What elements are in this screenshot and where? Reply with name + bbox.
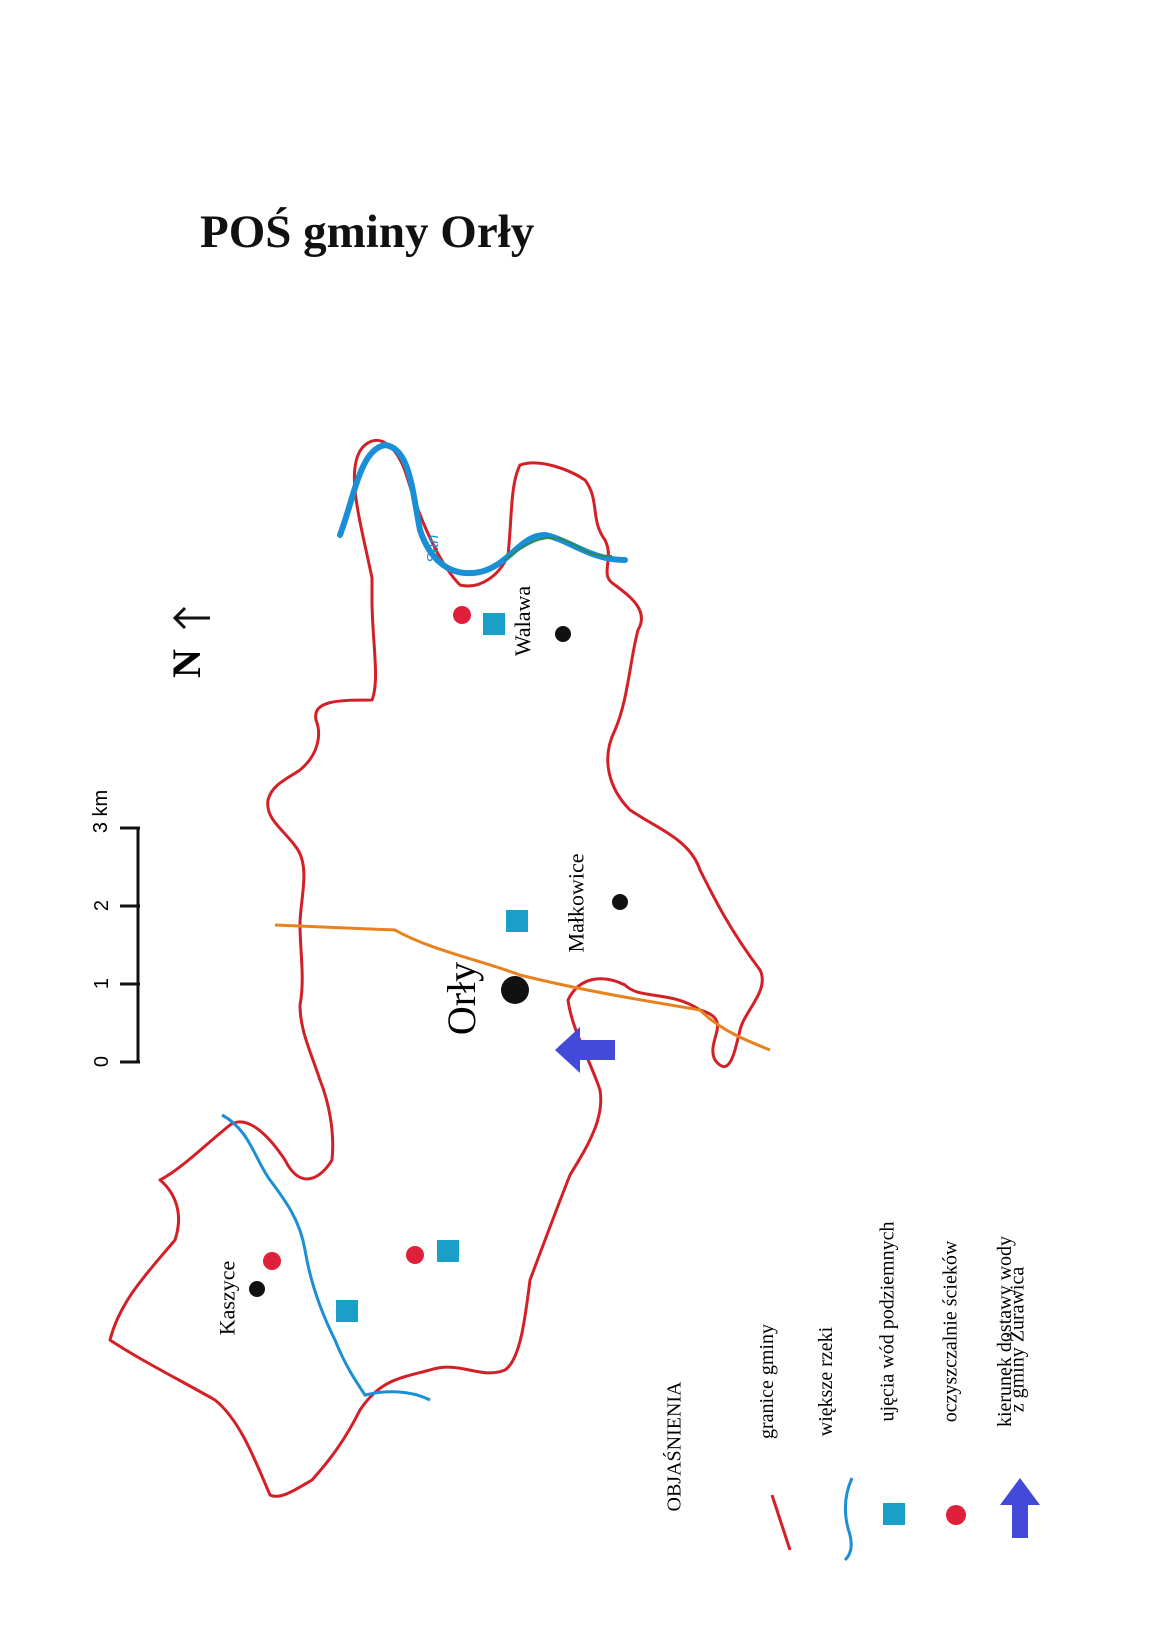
- place-label-kaszyce: Kaszyce: [214, 1260, 240, 1336]
- river-kaszyce: [221, 1113, 431, 1402]
- scale-bar: [120, 826, 140, 1064]
- scale-tick-1: 1: [91, 977, 114, 990]
- municipality-boundary: [108, 438, 764, 1498]
- legend-item-arrow-line2: z gminy Żurawica: [1006, 1266, 1029, 1413]
- water-delivery-arrow-icon: [555, 1027, 615, 1073]
- legend-treatment-symbol: [946, 1505, 966, 1525]
- treatment-plant-walawa: [453, 606, 471, 624]
- place-label-orly: Orły: [439, 961, 485, 1036]
- scale-tick-2: 2: [91, 899, 114, 912]
- map-title: POŚ gminy Orły: [200, 206, 535, 258]
- legend-river-symbol: [843, 1477, 854, 1562]
- place-dot-malkowice: [612, 894, 628, 910]
- water-intake-orly: [506, 910, 528, 932]
- north-label: N: [163, 649, 209, 678]
- legend-item-rivers: większe rzeki: [815, 1326, 838, 1437]
- place-label-malkowice: Małkowice: [563, 853, 589, 953]
- place-label-walawa: Walawa: [510, 585, 536, 657]
- scale-tick-0: 0: [91, 1055, 114, 1068]
- road-line: [274, 923, 771, 1052]
- legend-heading: OBJAŚNIENIA: [663, 1381, 686, 1512]
- water-intake-south: [437, 1240, 459, 1262]
- legend-arrow-symbol: [1000, 1478, 1040, 1538]
- legend-item-treatment: oczyszczalnie ścieków: [939, 1240, 962, 1423]
- san-river: [337, 441, 628, 577]
- legend-item-intakes: ujęcia wód podziemnych: [876, 1221, 899, 1422]
- place-dot-orly: [501, 976, 529, 1004]
- scale-unit-label: 3 km: [90, 789, 113, 834]
- water-intake-kaszyce: [336, 1300, 358, 1322]
- water-intake-walawa: [483, 613, 505, 635]
- legend-boundary-symbol: [770, 1494, 792, 1551]
- place-dot-walawa: [555, 626, 571, 642]
- legend-item-boundary: granice gminy: [755, 1324, 778, 1439]
- treatment-plant-south: [406, 1246, 424, 1264]
- river-label-san: San: [425, 534, 443, 564]
- san-tributary: [504, 536, 613, 561]
- place-dot-kaszyce: [249, 1281, 265, 1297]
- legend-intake-symbol: [883, 1503, 905, 1525]
- north-arrow-icon: [172, 606, 210, 630]
- treatment-plant-kaszyce: [263, 1252, 281, 1270]
